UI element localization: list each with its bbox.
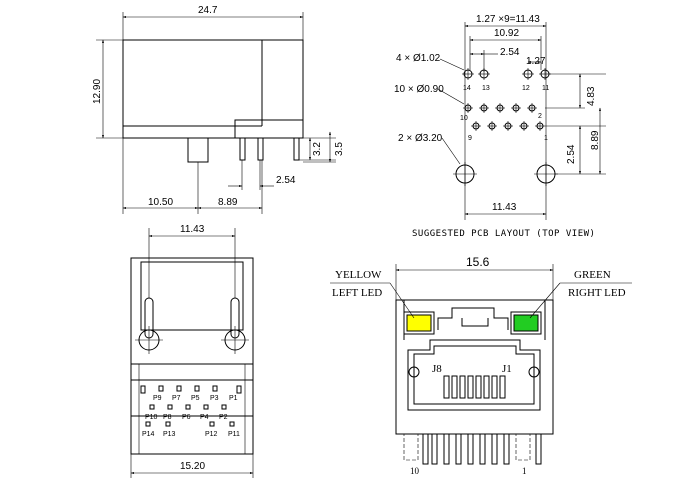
pin-p3: P3 <box>210 395 219 402</box>
side-dim-c: 2.54 <box>276 175 296 186</box>
side-dim-a: 10.50 <box>148 197 173 208</box>
dim-127: 1.27 <box>526 56 546 67</box>
side-post <box>187 137 209 163</box>
contact-j8-label: J8 <box>432 363 442 375</box>
bottom-pin-row3 <box>145 421 235 427</box>
front-body <box>395 299 554 435</box>
front-view: 15.6 J8 J1 10 1 <box>330 255 632 476</box>
yellow-label: YELLOW <box>335 269 382 281</box>
pin-p4: P4 <box>200 414 209 421</box>
pin-p8: P8 <box>163 414 172 421</box>
bottom-top-dim: 11.43 <box>180 224 205 235</box>
bottom-pin-row2 <box>149 404 227 410</box>
right-led-label: RIGHT LED <box>568 287 626 299</box>
pin-p14: P14 <box>142 431 155 438</box>
pin-p10: P10 <box>145 414 158 421</box>
bottom-pin-row1 <box>140 385 242 394</box>
bottom-body-lower <box>130 363 254 455</box>
pin-1-label: 1 <box>544 135 548 142</box>
pin-13-label: 13 <box>482 85 490 92</box>
pin-p1: P1 <box>229 395 238 402</box>
rj45-latch-slot <box>437 307 509 330</box>
holes-090-label: 10 × Ø0.90 <box>394 84 444 95</box>
pin-p7: P7 <box>172 395 181 402</box>
rj45-port <box>407 339 541 411</box>
pin-p2: P2 <box>219 414 228 421</box>
front-width-label: 15.6 <box>466 255 490 269</box>
pitch-label: 1.27 ×9=11.43 <box>476 14 540 25</box>
side-dim-e: 3.5 <box>334 142 345 156</box>
green-label: GREEN <box>574 269 611 281</box>
hole-rows-small <box>463 103 545 131</box>
side-dim-d: 3.2 <box>312 142 323 156</box>
pin-9-label: 9 <box>468 135 472 142</box>
pin-11-label: 11 <box>542 85 549 92</box>
dim-254-top: 2.54 <box>500 47 520 58</box>
pcb-caption: SUGGESTED PCB LAYOUT (TOP VIEW) <box>412 229 595 239</box>
side-pin <box>257 137 264 161</box>
pin-14-label: 14 <box>463 85 471 92</box>
front-pins <box>403 433 542 465</box>
holes-320-label: 2 × Ø3.20 <box>398 133 443 144</box>
dim-1143-bottom: 11.43 <box>492 202 517 213</box>
front-pin-10-label: 10 <box>410 466 420 476</box>
side-height-label: 12.90 <box>92 79 103 104</box>
yellow-led <box>406 314 432 332</box>
side-pin <box>239 137 246 161</box>
span-label: 10.92 <box>494 28 519 39</box>
pin-12-label: 12 <box>522 85 530 92</box>
rj45-contacts <box>443 375 506 399</box>
pin-p13: P13 <box>163 431 176 438</box>
side-view: 24.7 12.90 10.50 8.89 2.54 3.2 3.5 <box>92 5 345 214</box>
dim-254-right: 2.54 <box>566 144 577 164</box>
side-width-label: 24.7 <box>198 5 218 16</box>
dim-889: 8.89 <box>590 130 601 150</box>
pcb-layout: 1.27 ×9=11.43 10.92 2.54 1.27 4 × Ø1.02 … <box>394 14 606 239</box>
pin-p9: P9 <box>153 395 162 402</box>
side-body <box>122 39 304 139</box>
dim-483: 4.83 <box>586 86 597 106</box>
front-pin-1-label: 1 <box>522 466 527 476</box>
left-led-label: LEFT LED <box>332 287 382 299</box>
pin-p6: P6 <box>182 414 191 421</box>
bottom-view: 11.43 P9 P7 P5 P3 P1 P10 P8 P6 P4 P2 P14… <box>130 224 254 478</box>
holes-102-label: 4 × Ø1.02 <box>396 53 441 64</box>
hole-row-top <box>462 68 551 80</box>
pin-10-label: 10 <box>460 115 468 122</box>
pin-p11: P11 <box>228 431 240 438</box>
pin-2-label: 2 <box>538 113 542 120</box>
pin-p5: P5 <box>191 395 200 402</box>
pin-p12: P12 <box>205 431 218 438</box>
green-led <box>513 314 539 332</box>
side-pin <box>293 137 300 161</box>
side-dim-b: 8.89 <box>218 197 238 208</box>
bottom-width-dim: 15.20 <box>180 461 205 472</box>
contact-j1-label: J1 <box>502 363 512 375</box>
